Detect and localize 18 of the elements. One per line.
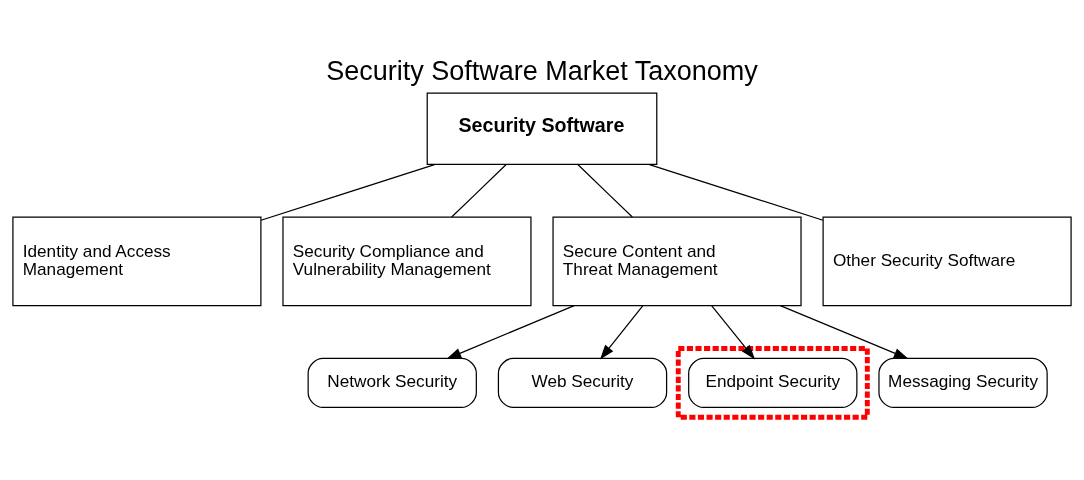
node-box: Messaging Security [878, 357, 1048, 408]
connector [451, 163, 507, 218]
node-box: Secure Content and Threat Management [552, 216, 802, 306]
arrow [779, 304, 909, 359]
arrow [711, 304, 755, 360]
connector [260, 163, 436, 221]
node-box: Network Security [307, 357, 477, 408]
node-box: Security Software [426, 92, 658, 165]
node-box: Identity and Access Management [12, 216, 262, 306]
node-box: Other Security Software [822, 216, 1072, 306]
connector [648, 163, 824, 221]
arrow [600, 304, 644, 360]
connector [577, 163, 633, 218]
diagram-title: Security Software Market Taxonomy [326, 55, 758, 86]
arrow [446, 304, 575, 359]
node-box: Security Compliance and Vulnerability Management [282, 216, 532, 306]
node-box: Endpoint Security [688, 357, 858, 408]
node-box: Web Security [497, 357, 668, 408]
